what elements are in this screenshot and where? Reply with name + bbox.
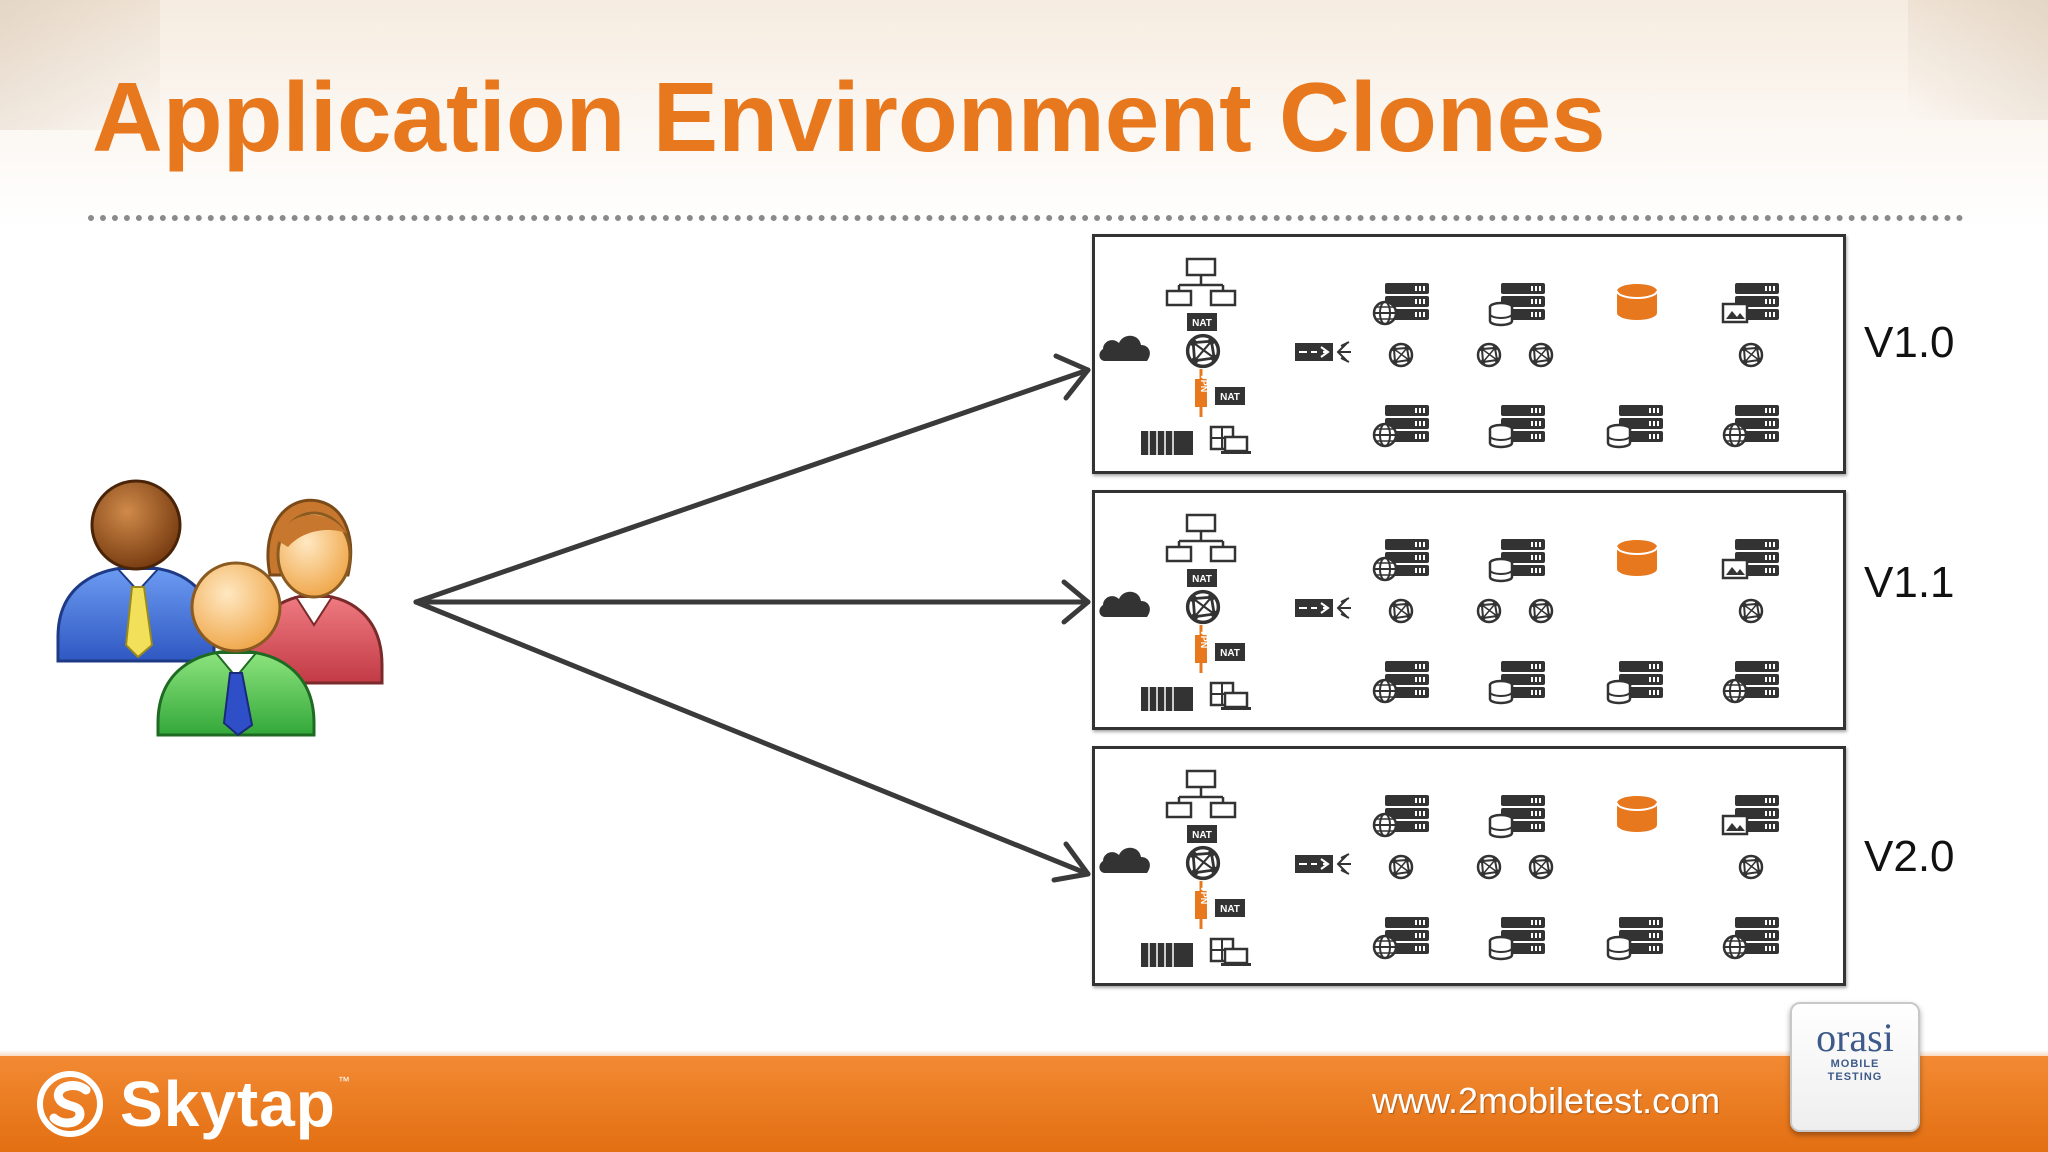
corner-decoration xyxy=(1908,0,2048,120)
skytap-logo-icon xyxy=(37,1071,103,1137)
environment-box-v1-1[interactable] xyxy=(1092,490,1846,730)
footer-fade xyxy=(0,1050,2048,1058)
corner-decoration xyxy=(0,0,160,130)
footer-bar xyxy=(0,1056,2048,1152)
version-label: V1.1 xyxy=(1864,558,1955,607)
environment-box-v1-0[interactable] xyxy=(1092,234,1846,474)
skytap-brand: Skytap ™ xyxy=(34,1062,350,1146)
users-icon xyxy=(56,479,384,737)
partner-subtitle: TESTING xyxy=(1827,1071,1883,1083)
website-link[interactable]: www.2mobiletest.com xyxy=(1372,1080,1721,1121)
partner-logo: orasi MOBILE TESTING xyxy=(1790,1002,1920,1132)
environment-diagram xyxy=(1095,237,1843,471)
version-label: V1.0 xyxy=(1864,318,1955,367)
slide-title: Application Environment Clones xyxy=(92,62,1606,172)
brand-name: Skytap xyxy=(120,1068,336,1140)
environment-diagram xyxy=(1095,749,1843,983)
arrow-to-v2-0 xyxy=(413,599,1091,877)
version-label: V2.0 xyxy=(1864,832,1955,881)
environment-diagram xyxy=(1095,493,1843,727)
trademark-mark: ™ xyxy=(337,1074,350,1088)
partner-subtitle: MOBILE xyxy=(1830,1058,1880,1070)
title-divider xyxy=(88,215,1964,221)
partner-logo-text: orasi xyxy=(1816,1015,1894,1060)
environment-box-v2-0[interactable] xyxy=(1092,746,1846,986)
arrow-to-v1-0 xyxy=(413,367,1091,605)
